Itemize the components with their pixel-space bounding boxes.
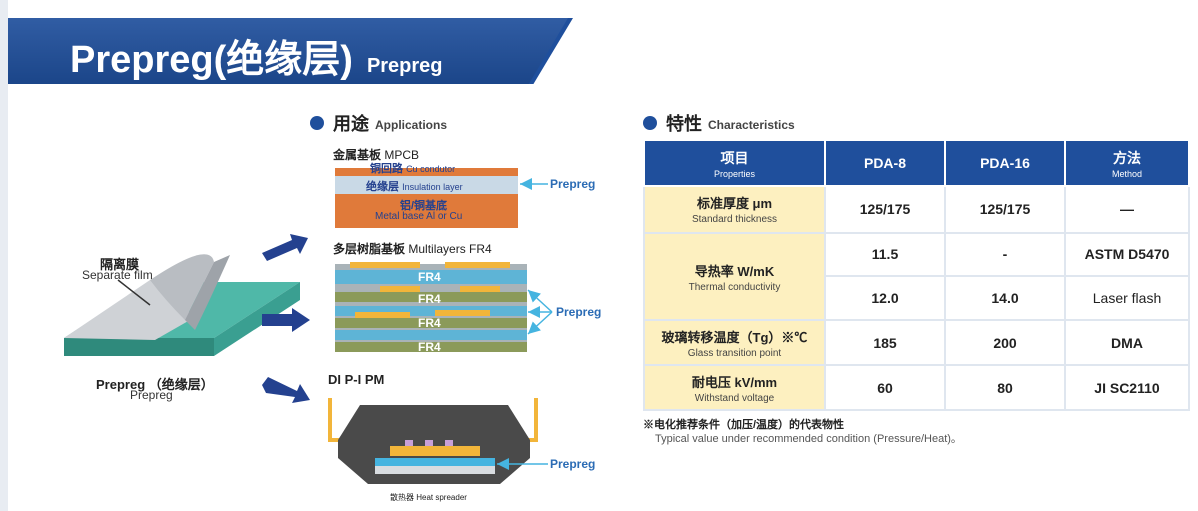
multilayer-diagram [335, 262, 553, 352]
pda8-value: 125/175 [824, 185, 946, 234]
table-header-row: 项目 Properties PDA-8 PDA-16 方法 Method [643, 139, 1190, 187]
fr4-layer-label: FR4 [418, 340, 441, 354]
method-value: Laser flash [1064, 274, 1190, 322]
column-header-pda16: PDA-16 [944, 139, 1066, 187]
column-header-method: 方法 Method [1064, 139, 1190, 187]
pda8-value: 11.5 [824, 231, 946, 277]
dipipm-prepreg-callout: Prepreg [550, 457, 596, 471]
multilayer-title: 多层树脂基板 Multilayers FR4 [333, 242, 492, 256]
bullet-icon [310, 116, 324, 130]
mpcb-prepreg-callout: Prepreg [550, 177, 596, 191]
method-value: JI SC2110 [1064, 364, 1190, 411]
footnote-en: Typical value under recommended conditio… [655, 433, 962, 445]
pda16-value: 14.0 [944, 274, 1066, 322]
property-cell: 耐电压 kV/mm Withstand voltage [643, 364, 826, 411]
method-value: ASTM D5470 [1064, 231, 1190, 277]
fr4-layer-label: FR4 [418, 270, 441, 284]
page-title: Prepreg(绝缘层)Prepreg [70, 39, 443, 81]
pda16-value: 80 [944, 364, 1066, 411]
applications-heading: 用途 Applications [310, 110, 447, 136]
property-cell: 标准厚度 μm Standard thickness [643, 185, 826, 234]
characteristics-heading: 特性 Characteristics [643, 110, 795, 136]
pda16-value: - [944, 231, 1066, 277]
pda16-value: 200 [944, 319, 1066, 367]
mpcb-base-label-en: Metal base Al or Cu [375, 211, 463, 222]
mpcb-title: 金属基板 MPCB [333, 148, 420, 162]
separate-film-label-en: Separate film [82, 268, 153, 282]
property-cell: 导热率 W/mK Thermal conductivity [643, 231, 826, 322]
column-header-properties: 项目 Properties [643, 139, 826, 187]
table-row: 导热率 W/mK Thermal conductivity 11.5 - AST… [643, 231, 1190, 322]
mpcb-cu-label: 铜回路 Cu condutor [370, 163, 456, 175]
method-value: — [1064, 185, 1190, 234]
pda8-value: 185 [824, 319, 946, 367]
page-edge [0, 0, 8, 511]
page-subtitle: Prepreg [366, 55, 443, 77]
table-row: 12.0 14.0 Laser flash [644, 274, 1190, 322]
mpcb-insulation-label: 绝缘层 Insulation layer [366, 181, 463, 193]
column-header-pda8: PDA-8 [824, 139, 946, 187]
heat-spreader-label: 散热器 Heat spreader [390, 493, 467, 502]
multilayer-prepreg-callout: Prepreg [556, 305, 602, 319]
pda8-value: 12.0 [824, 274, 946, 322]
table-row: 耐电压 kV/mm Withstand voltage 60 80 JI SC2… [643, 364, 1190, 411]
dipipm-diagram [328, 398, 548, 484]
flow-arrows [262, 234, 310, 403]
fr4-layer-label: FR4 [418, 316, 441, 330]
pda16-value: 125/175 [944, 185, 1066, 234]
prepreg-product-label-en: Prepreg [130, 388, 173, 402]
table-row: 标准厚度 μm Standard thickness 125/175 125/1… [643, 185, 1190, 234]
property-cell: 玻璃转移温度（Tg）※℃ Glass transition point [643, 319, 826, 367]
method-value: DMA [1064, 319, 1190, 367]
table-row: 玻璃转移温度（Tg）※℃ Glass transition point 185 … [643, 319, 1190, 367]
pda8-value: 60 [824, 364, 946, 411]
header-band: Prepreg(绝缘层)Prepreg [8, 0, 1198, 96]
footnote-zh: ※电化推荐条件（加压/温度）的代表物性 [643, 419, 845, 431]
prepreg-product-label-zh: Prepreg （绝缘层） [96, 377, 214, 392]
mpcb-diagram [335, 168, 548, 228]
mpcb-base-label-zh: 铝/铜基底 [400, 200, 448, 212]
separate-film-label-zh: 隔离膜 [100, 257, 140, 272]
bullet-icon [643, 116, 657, 130]
film-illustration [64, 254, 300, 356]
fr4-layer-label: FR4 [418, 292, 441, 306]
characteristics-table: 项目 Properties PDA-8 PDA-16 方法 Method 标准厚… [643, 139, 1190, 411]
header-banner [8, 18, 573, 84]
dipipm-title: DI P-I PM [328, 372, 385, 387]
